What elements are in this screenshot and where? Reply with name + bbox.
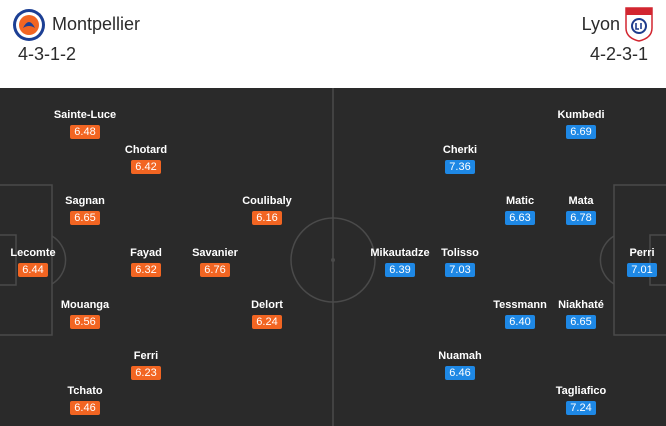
player-name: Matic [505, 195, 535, 207]
player-perri[interactable]: Perri 7.01 [597, 246, 666, 278]
player-rating: 6.44 [18, 263, 48, 277]
player-matic[interactable]: Matic 6.63 [475, 194, 565, 226]
away-team-name[interactable]: Lyon [581, 14, 620, 34]
pitch-markings [0, 88, 666, 426]
player-name: Tchato [67, 385, 103, 397]
player-kumbedi[interactable]: Kumbedi 6.69 [536, 108, 626, 140]
player-rating: 6.23 [131, 366, 161, 380]
player-rating: 6.76 [200, 263, 230, 277]
player-rating: 6.24 [252, 315, 282, 329]
player-lecomte[interactable]: Lecomte 6.44 [0, 246, 78, 278]
player-rating: 7.03 [445, 263, 475, 277]
player-savanier[interactable]: Savanier 6.76 [170, 246, 260, 278]
pitch: Sainte-Luce 6.48 Chotard 6.42 Sagnan 6.6… [0, 88, 666, 426]
player-tagliafico[interactable]: Tagliafico 7.24 [536, 384, 626, 416]
player-name: Chotard [124, 144, 168, 156]
player-mouanga[interactable]: Mouanga 6.56 [40, 298, 130, 330]
player-rating: 6.48 [70, 125, 100, 139]
player-name: Coulibaly [242, 195, 292, 207]
player-sainte-luce[interactable]: Sainte-Luce 6.48 [40, 108, 130, 140]
player-name: Niakhaté [558, 299, 604, 311]
player-rating: 6.16 [252, 211, 282, 225]
player-mikautadze[interactable]: Mikautadze 6.39 [355, 246, 445, 278]
player-name: Sagnan [65, 195, 105, 207]
player-delort[interactable]: Delort 6.24 [222, 298, 312, 330]
player-rating: 6.63 [505, 211, 535, 225]
player-rating: 6.65 [566, 315, 596, 329]
player-name: Mouanga [60, 299, 110, 311]
player-fayad[interactable]: Fayad 6.32 [101, 246, 191, 278]
player-tolisso[interactable]: Tolisso 7.03 [415, 246, 505, 278]
match-header: Montpellier 4-3-1-2 Lyon 4-2-3-1 [0, 0, 666, 82]
player-name: Mata [568, 195, 594, 207]
player-rating: 6.78 [566, 211, 596, 225]
home-formation: 4-3-1-2 [18, 44, 77, 64]
player-coulibaly[interactable]: Coulibaly 6.16 [222, 194, 312, 226]
player-rating: 7.01 [627, 263, 657, 277]
player-name: Tolisso [441, 247, 479, 259]
player-rating: 6.40 [505, 315, 535, 329]
player-rating: 6.69 [566, 125, 596, 139]
player-name: Cherki [442, 144, 478, 156]
player-name: Fayad [130, 247, 162, 259]
away-formation: 4-2-3-1 [589, 44, 648, 64]
player-rating: 6.65 [70, 211, 100, 225]
player-name: Perri [629, 247, 655, 259]
player-rating: 6.46 [70, 401, 100, 415]
montpellier-crest-icon [13, 9, 45, 41]
player-rating: 7.24 [566, 401, 596, 415]
player-name: Lecomte [10, 247, 56, 259]
player-ferri[interactable]: Ferri 6.23 [101, 349, 191, 381]
player-rating: 6.39 [385, 263, 415, 277]
player-mata[interactable]: Mata 6.78 [536, 194, 626, 226]
player-rating: 6.42 [131, 160, 161, 174]
home-team-name[interactable]: Montpellier [52, 14, 141, 34]
player-name: Delort [251, 299, 283, 311]
lyon-crest-icon [625, 7, 653, 42]
player-name: Kumbedi [557, 109, 605, 121]
player-name: Ferri [133, 350, 159, 362]
player-nuamah[interactable]: Nuamah 6.46 [415, 349, 505, 381]
player-name: Sainte-Luce [53, 109, 117, 121]
player-rating: 7.36 [445, 160, 475, 174]
player-rating: 6.56 [70, 315, 100, 329]
player-sagnan[interactable]: Sagnan 6.65 [40, 194, 130, 226]
player-niakhate[interactable]: Niakhaté 6.65 [536, 298, 626, 330]
player-name: Tessmann [493, 299, 547, 311]
player-cherki[interactable]: Cherki 7.36 [415, 143, 505, 175]
player-chotard[interactable]: Chotard 6.42 [101, 143, 191, 175]
player-name: Mikautadze [370, 247, 430, 259]
player-name: Savanier [192, 247, 238, 259]
player-rating: 6.46 [445, 366, 475, 380]
player-tchato[interactable]: Tchato 6.46 [40, 384, 130, 416]
player-name: Nuamah [438, 350, 482, 362]
player-rating: 6.32 [131, 263, 161, 277]
player-name: Tagliafico [555, 385, 607, 397]
player-tessmann[interactable]: Tessmann 6.40 [475, 298, 565, 330]
